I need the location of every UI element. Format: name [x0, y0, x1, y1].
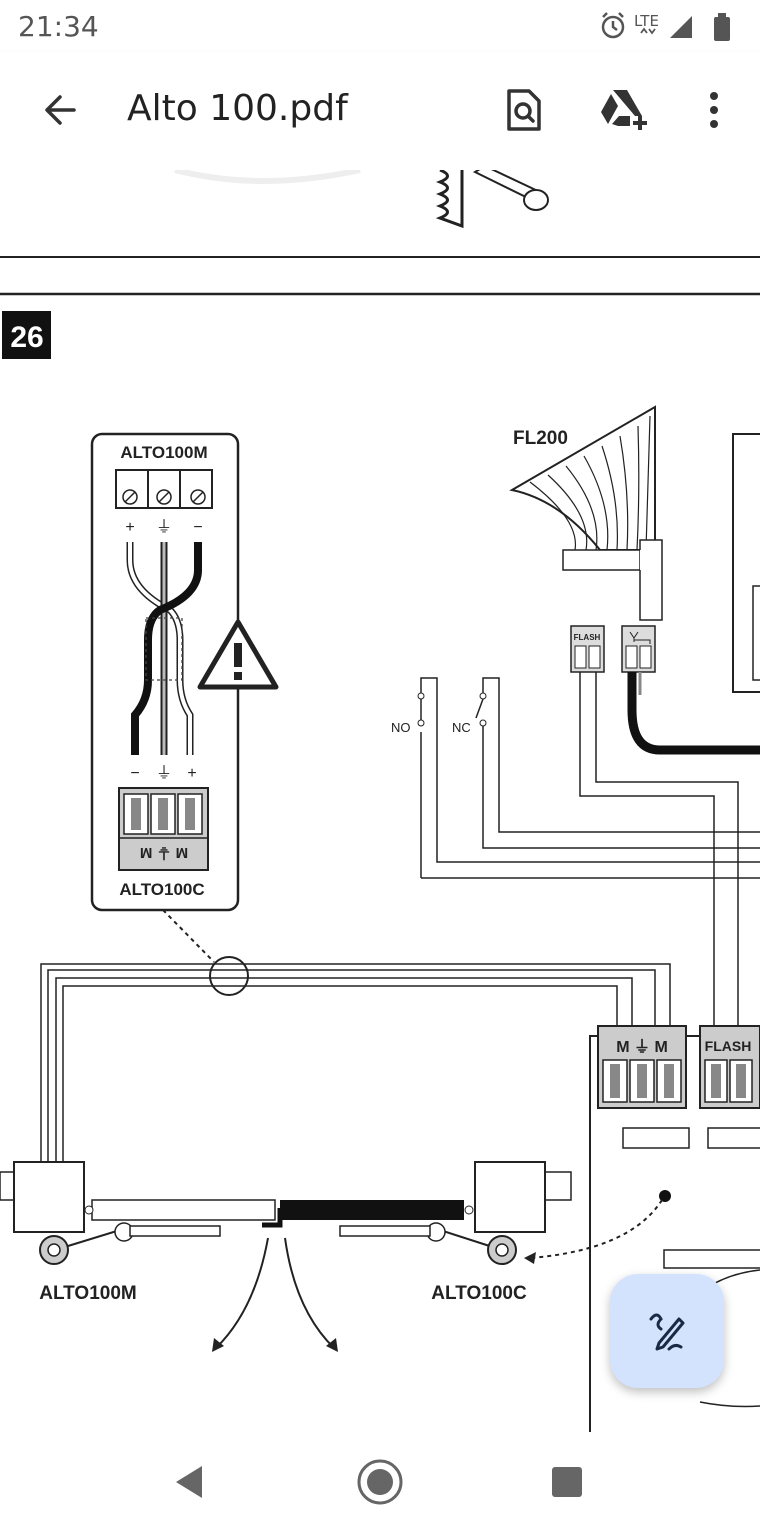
system-nav-bar	[0, 1432, 760, 1529]
add-to-drive-icon	[601, 90, 647, 130]
wiring-diagram: 26 ALTO100M + ⏚ − − ⏚	[0, 170, 760, 1432]
cable-inset: ALTO100M + ⏚ − − ⏚ +	[90, 432, 240, 912]
inset-top-label: ALTO100M	[120, 443, 207, 462]
motor-right-label: ALTO100C	[431, 1283, 527, 1304]
figure-number: 26	[10, 321, 43, 354]
more-vert-icon	[710, 92, 718, 128]
switch-no-label: NO	[391, 720, 411, 735]
network-type-label: LTE	[634, 12, 659, 30]
warning-icon	[197, 619, 279, 690]
figure-number-box	[2, 311, 51, 359]
motor-left-label: ALTO100M	[39, 1283, 137, 1304]
gate-assembly	[0, 1161, 572, 1352]
lamp-flash-label: FLASH	[574, 633, 601, 642]
back-button[interactable]	[30, 80, 90, 140]
inset-top-terminal-1: +	[125, 519, 134, 536]
app-bar: Alto 100.pdf	[0, 52, 760, 170]
inset-bottom-terminal-1: −	[130, 765, 139, 782]
document-title: Alto 100.pdf	[127, 88, 348, 129]
switch-no: NO	[391, 677, 760, 879]
annotate-pen-icon	[649, 1313, 685, 1351]
switch-nc-label: NC	[452, 720, 471, 735]
inset-bottom-label: ALTO100C	[119, 880, 204, 899]
board-flash-label: FLASH	[705, 1038, 752, 1054]
inset-bottom-terminal-3: +	[187, 765, 196, 782]
status-icons: LTE	[601, 12, 730, 41]
screw-illustration	[435, 170, 549, 229]
inset-block-label: M ⏚ M	[140, 844, 188, 861]
inset-top-terminal-3: −	[193, 519, 202, 536]
find-in-document-icon	[507, 89, 541, 131]
status-time: 21:34	[18, 10, 99, 43]
nav-back-icon	[176, 1466, 202, 1498]
nav-home-icon	[357, 1459, 403, 1505]
status-bar: 21:34 LTE	[0, 0, 760, 52]
control-board: M ⏚ M FLASH	[589, 1025, 760, 1432]
nav-home-button[interactable]	[352, 1454, 408, 1510]
annotate-button[interactable]	[610, 1274, 724, 1388]
signal-icon	[670, 16, 692, 38]
alarm-icon	[601, 12, 625, 39]
battery-icon	[714, 13, 730, 41]
add-to-drive-button[interactable]	[594, 80, 654, 140]
pdf-page-viewport[interactable]: 26 ALTO100M + ⏚ − − ⏚	[0, 170, 760, 1432]
data-arrows-icon	[640, 27, 656, 35]
nav-back-button[interactable]	[162, 1454, 218, 1510]
more-options-button[interactable]	[684, 80, 744, 140]
nav-recents-icon	[552, 1467, 582, 1497]
switch-nc: NC	[452, 677, 760, 849]
board-motor-label: M ⏚ M	[616, 1038, 668, 1056]
inset-bottom-terminal-2: ⏚	[156, 764, 172, 782]
nav-recents-button[interactable]	[539, 1454, 595, 1510]
find-in-document-button[interactable]	[493, 80, 553, 140]
lamp-label: FL200	[513, 428, 568, 449]
flashing-lamp: FL200 FLASH	[509, 405, 663, 673]
inset-top-terminal-2: ⏚	[156, 518, 172, 536]
arrow-back-icon	[45, 95, 76, 125]
